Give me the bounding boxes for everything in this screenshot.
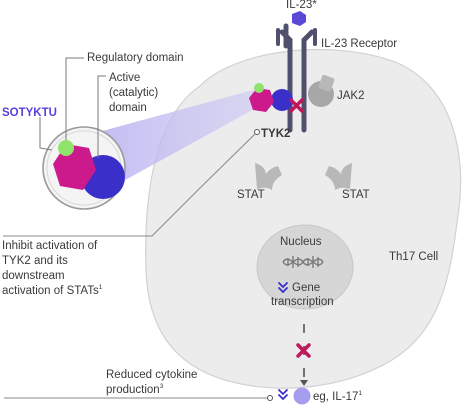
cytokine-molecule <box>293 387 311 405</box>
inhibit-label-3: downstream <box>2 270 65 282</box>
regulatory-domain-label: Regulatory domain <box>87 52 184 64</box>
sotyktu-leader-line <box>39 117 53 151</box>
nucleus <box>256 224 354 310</box>
cytokine-output-label: eg, IL-171 <box>313 390 362 403</box>
tyk2-label: TYK2 <box>261 128 290 140</box>
decrease-icon-cytokine <box>278 389 288 401</box>
th17-cell-label: Th17 Cell <box>389 251 438 263</box>
active-domain-label-1: Active <box>109 72 140 84</box>
inhibit-label-2: TYK2 and its <box>2 255 68 267</box>
reduced-pointer-dot <box>267 395 273 401</box>
inhibit-leader-line <box>3 133 256 237</box>
zoom-cone <box>95 90 258 195</box>
il23-ligand <box>292 11 306 26</box>
jak2-label: JAK2 <box>337 90 365 102</box>
gene-label-2: transcription <box>271 296 334 308</box>
sotyktu-label: SOTYKTU <box>2 107 57 119</box>
decrease-icon-gene <box>278 282 288 294</box>
il23-receptor-label: IL-23 Receptor <box>321 38 397 50</box>
th17-cell <box>145 48 462 389</box>
inhibition-mark-transcription <box>296 343 311 358</box>
active-domain-label-3: domain <box>109 102 147 114</box>
tyk2-regulatory-domain-large <box>58 140 74 156</box>
stat-left-shape <box>255 163 282 190</box>
dna-icon <box>282 256 324 268</box>
active-domain-label-2: (catalytic) <box>109 87 158 99</box>
transcription-arrowhead <box>300 380 308 386</box>
stat-left-label: STAT <box>237 189 265 201</box>
regulatory-leader-line <box>65 57 84 140</box>
stat-right-label: STAT <box>342 189 370 201</box>
reduced-label-2: production3 <box>106 383 164 396</box>
il23-label: IL-23* <box>286 0 317 11</box>
reduced-label-1: Reduced cytokine <box>106 369 197 381</box>
active-leader-line <box>97 75 106 158</box>
inhibit-label-4: activation of STATs1 <box>2 284 103 297</box>
sotyktu-molecule-small <box>249 88 274 112</box>
gene-label-1: Gene <box>292 282 320 294</box>
tyk2-pointer-dot <box>254 129 260 135</box>
stat-right-shape <box>325 163 352 190</box>
inhibit-label-1: Inhibit activation of <box>2 240 98 252</box>
tyk2-regulatory-domain-small <box>254 83 264 93</box>
tyk2-active-domain-small <box>271 89 293 111</box>
inhibition-mark-receptor <box>289 98 304 113</box>
nucleus-label: Nucleus <box>280 236 322 248</box>
